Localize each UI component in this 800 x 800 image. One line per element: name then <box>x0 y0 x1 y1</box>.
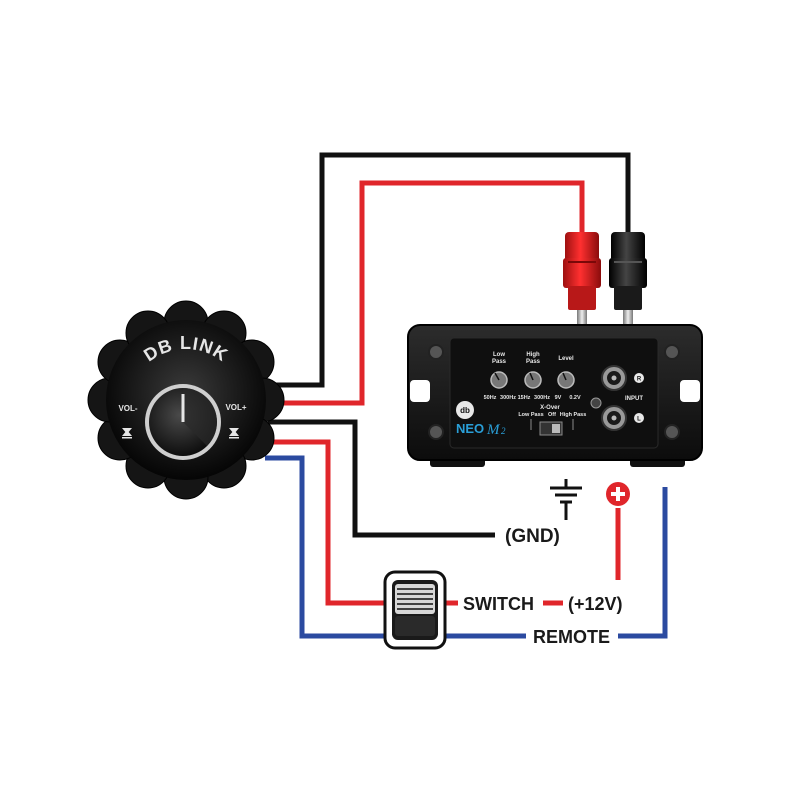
xover-off: Off <box>548 412 556 418</box>
gnd-label: (GND) <box>505 526 560 547</box>
low-pass-min: 50Hz <box>484 395 497 401</box>
switch-label: SWITCH <box>463 594 534 614</box>
rca-plug-red <box>563 232 601 328</box>
black-gnd-wire <box>268 419 495 538</box>
svg-text:db: db <box>460 406 470 415</box>
input-label: INPUT <box>625 396 643 402</box>
db-logo-icon <box>456 401 474 419</box>
knob-vol-minus: VOL- <box>118 404 137 413</box>
remote-label: REMOTE <box>533 627 610 647</box>
plus12v-label: (+12V) <box>568 594 623 614</box>
level-max: 0.2V <box>569 395 581 401</box>
ground-icon <box>550 479 582 520</box>
low-pass-label-line1: Low <box>493 352 505 358</box>
knob-vol-plus: VOL+ <box>225 403 246 412</box>
low-pass-label-line2: Pass <box>492 359 507 365</box>
high-pass-label-line1: High <box>526 352 540 358</box>
volume-knob-icon[interactable]: DB LINK VOL- VOL+ <box>87 300 285 500</box>
high-pass-label-line2: Pass <box>526 359 541 365</box>
positive-terminal-icon <box>606 482 630 506</box>
knob-arrow-right-icon <box>229 428 239 439</box>
amp-model-neo: NEO <box>456 421 484 436</box>
red-rca-wire <box>268 180 585 406</box>
amp-model-suffix: 2 <box>501 426 506 436</box>
level-min: 9V <box>555 395 562 401</box>
amp-model-m: M <box>486 422 501 438</box>
high-pass-min: 15Hz <box>518 395 531 401</box>
rocker-switch-icon[interactable] <box>383 570 447 650</box>
high-pass-max: 300Hz <box>534 395 550 401</box>
black-rca-wire <box>268 152 631 388</box>
level-label: Level <box>558 356 574 362</box>
red-switch-wire <box>265 439 390 606</box>
input-r-label: R <box>637 377 642 383</box>
blue-remote-wire-right <box>618 487 668 639</box>
xover-low-pass: Low Pass <box>518 412 543 418</box>
input-l-label: L <box>637 417 641 423</box>
wires <box>265 152 668 639</box>
xover-label: X-Over <box>540 405 560 411</box>
knob-arrow-left-icon <box>122 428 132 439</box>
low-pass-max: 300Hz <box>500 395 516 401</box>
rca-plug-black <box>609 232 647 328</box>
xover-high-pass: High Pass <box>560 412 587 418</box>
amplifier: db NEO M 2 Low Pass 50Hz 300Hz High Pass… <box>407 324 703 467</box>
